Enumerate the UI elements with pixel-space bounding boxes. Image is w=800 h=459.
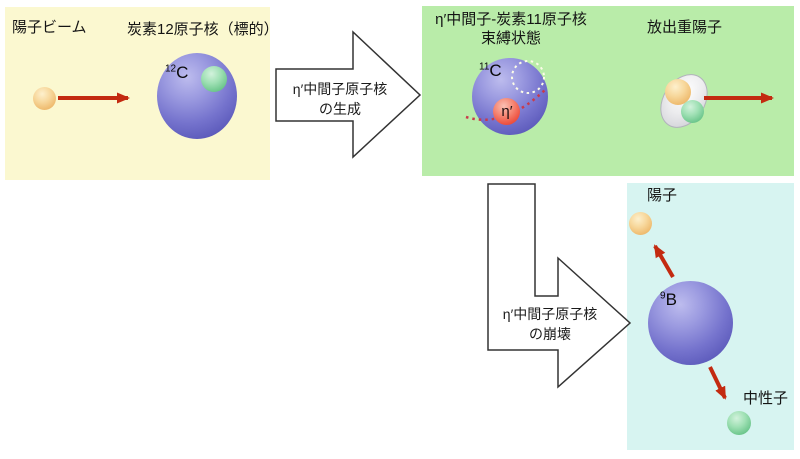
bound-state-title-line1: η′中間子-炭素11原子核 <box>435 11 587 28</box>
decay-arrow-text: η′中間子原子核 の崩壊 <box>482 304 618 344</box>
boron9-mass-number: 9 <box>660 290 666 302</box>
boron9-element: B <box>665 290 677 309</box>
emitted-proton-label: 陽子 <box>647 187 678 204</box>
bound-state-title-line2: 束縛状態 <box>480 30 541 47</box>
proton-beam-label: 陽子ビーム <box>12 19 87 36</box>
production-arrow-text: η′中間子原子核 の生成 <box>272 79 408 119</box>
carbon11-mass-number: 11 <box>479 61 490 73</box>
decay-arrow-line1: η′中間子原子核 <box>502 306 598 322</box>
emitted-neutron-label: 中性子 <box>743 390 789 407</box>
beam-proton-ball <box>33 87 56 110</box>
carbon11-element: C <box>489 61 502 80</box>
carbon11-symbol: 11C <box>479 61 502 81</box>
production-block-arrow-icon <box>275 30 422 159</box>
boron9-nucleus-sphere <box>648 281 733 365</box>
carbon12-element: C <box>176 63 189 82</box>
boron9-symbol: 9B <box>660 290 677 310</box>
carbon12-nucleon-ball <box>201 66 227 92</box>
eta-prime-label: η′ <box>501 103 513 120</box>
decay-arrow-line2: の崩壊 <box>529 326 571 342</box>
emitted-deuteron-label: 放出重陽子 <box>647 19 723 36</box>
carbon12-target-label: 炭素12原子核（標的） <box>127 21 279 38</box>
production-arrow-line2: の生成 <box>319 101 361 117</box>
emitted-proton-ball <box>629 212 652 235</box>
carbon12-symbol: 12C <box>165 63 188 83</box>
emitted-neutron-ball <box>727 411 751 435</box>
carbon12-mass-number: 12 <box>165 63 177 75</box>
decay-block-arrow-icon <box>487 183 632 389</box>
deuteron-neutron-ball <box>681 100 704 123</box>
bound-state-title: η′中間子-炭素11原子核 束縛状態 <box>424 10 598 48</box>
production-arrow-line1: η′中間子原子核 <box>292 81 388 97</box>
carbon12-nucleus-sphere <box>157 53 237 139</box>
